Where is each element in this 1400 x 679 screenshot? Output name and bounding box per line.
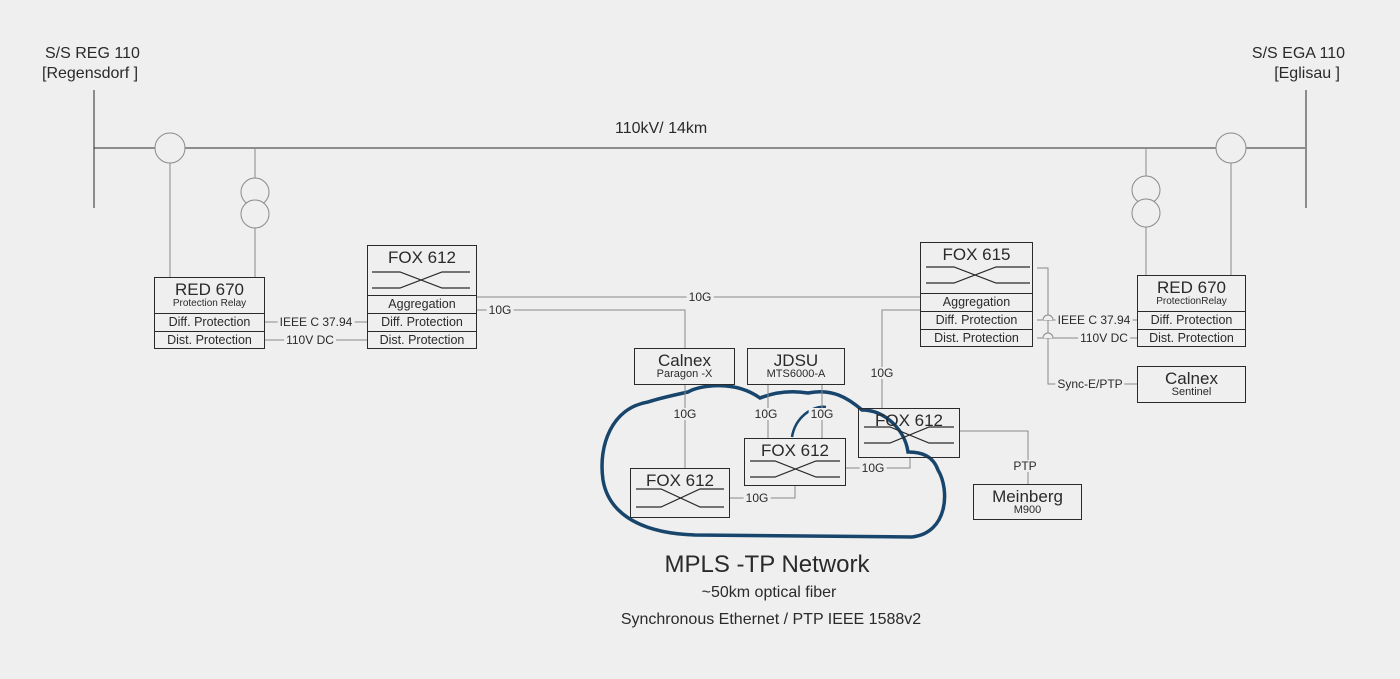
cloud-fox612-c-title: FOX 612 [874, 411, 944, 430]
cloud-fox612-a: FOX 612 [630, 468, 730, 518]
jdsu: JDSU MTS6000-A [747, 348, 845, 385]
fox612-left-row-diff: Diff. Protection [368, 313, 476, 331]
calnex-sentinel: Calnex Sentinel [1137, 366, 1246, 403]
red670-left-row-dist: Dist. Protection [155, 331, 264, 349]
red670-left-title: RED 670 [175, 280, 244, 299]
calnex-paragon-subtitle: Paragon -X [656, 368, 713, 380]
fox612-left-title: FOX 612 [387, 248, 457, 267]
left-station-place: [Regensdorf ] [42, 65, 139, 82]
red670-right-row-diff: Diff. Protection [1138, 311, 1245, 329]
cloud-fox612-b: FOX 612 [744, 438, 846, 486]
jdsu-10g-label-a: 10G [752, 407, 780, 421]
fox615-right-row-dist: Dist. Protection [921, 329, 1032, 347]
calnex-paragon-title: Calnex [658, 351, 711, 370]
meinberg-title: Meinberg [992, 487, 1063, 506]
meinberg-subtitle: M900 [1013, 504, 1042, 516]
fox615-right-row-aggregation: Aggregation [921, 293, 1032, 311]
calnex-sentinel-subtitle: Sentinel [1171, 386, 1212, 398]
jdsu-title: JDSU [773, 351, 819, 370]
fox612-left: FOX 612 Aggregation Diff. Protection Dis… [367, 245, 477, 349]
mpls-cloud [600, 383, 947, 539]
red670-right-title: RED 670 [1157, 278, 1226, 297]
red670-left-subtitle: Protection Relay [172, 298, 247, 309]
meinberg: Meinberg M900 [973, 484, 1082, 520]
jdsu-subtitle: MTS6000-A [766, 368, 826, 380]
jdsu-10g-label-b: 10G [808, 407, 836, 421]
calnex-sentinel-title: Calnex [1165, 369, 1218, 388]
ieee-right-label: IEEE C 37.94 [1055, 313, 1133, 327]
fox615-right-row-diff: Diff. Protection [921, 311, 1032, 329]
fox615-right: FOX 615 Aggregation Diff. Protection Dis… [920, 242, 1033, 347]
sync-label: Sync-E/PTP [1055, 377, 1125, 391]
calnex-10g-label: 10G [671, 407, 699, 421]
calnex-paragon: Calnex Paragon -X [634, 348, 735, 385]
ieee-left-label: IEEE C 37.94 [277, 315, 355, 329]
ptp-label: PTP [1011, 459, 1039, 473]
right-station-place: [Eglisau ] [1274, 65, 1340, 82]
network-fiber: ~50km optical fiber [701, 584, 837, 601]
left-ct [154, 132, 186, 164]
right-ct [1215, 132, 1247, 164]
bottom-10g-label-b: 10G [859, 461, 887, 475]
fox615-10g-label: 10G [868, 366, 896, 380]
network-sync: Synchronous Ethernet / PTP IEEE 1588v2 [620, 611, 922, 628]
line-label: 110kV/ 14km [615, 120, 708, 137]
right-station-name: S/S EGA 110 [1251, 45, 1345, 62]
right-vt-bottom [1131, 198, 1161, 228]
cloud-fox612-b-title: FOX 612 [760, 441, 830, 460]
red670-left: RED 670 Protection Relay Diff. Protectio… [154, 277, 265, 349]
fox615-right-title: FOX 615 [942, 245, 1011, 264]
fox612-left-row-dist: Dist. Protection [368, 331, 476, 349]
cloud-fox612-c: FOX 612 [858, 408, 960, 458]
red670-right-row-dist: Dist. Protection [1138, 329, 1245, 347]
red670-right-subtitle: ProtectionRelay [1156, 296, 1227, 307]
red670-left-row-diff: Diff. Protection [155, 313, 264, 331]
cloud-fox612-a-title: FOX 612 [645, 471, 715, 490]
bottom-10g-label-a: 10G [743, 491, 771, 505]
fox612-left-row-aggregation: Aggregation [368, 295, 476, 313]
top-10g-label: 10G [686, 290, 714, 304]
red670-right: RED 670 ProtectionRelay Diff. Protection… [1137, 275, 1246, 347]
dc-left-label: 110V DC [284, 333, 336, 347]
dc-right-label: 110V DC [1078, 331, 1130, 345]
network-title: MPLS -TP Network [664, 551, 870, 578]
left-vt-bottom [240, 199, 270, 229]
fox612-10g-label: 10G [486, 303, 514, 317]
left-station-name: S/S REG 110 [45, 45, 140, 62]
